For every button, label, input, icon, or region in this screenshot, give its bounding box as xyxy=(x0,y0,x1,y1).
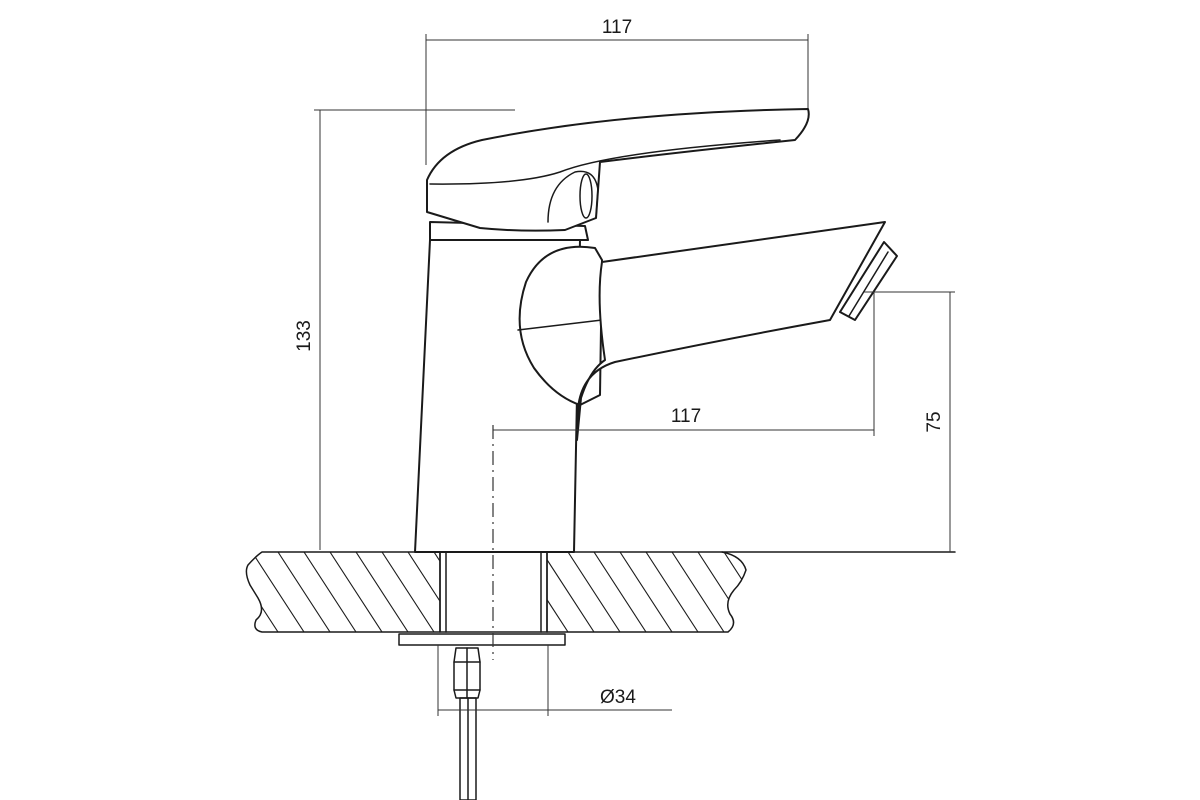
supply-connector xyxy=(453,647,481,800)
dim-label-thread-diameter: Ø34 xyxy=(600,687,636,708)
hatch-line xyxy=(697,552,746,632)
hatch-line xyxy=(547,552,595,632)
dimension-spout-reach xyxy=(493,292,875,436)
hatch-line xyxy=(723,552,746,632)
hatch-line xyxy=(303,552,357,632)
dimension-handle-width xyxy=(425,34,809,165)
hatch-line xyxy=(251,552,305,632)
spout-swivel xyxy=(517,245,603,406)
hatch-line xyxy=(490,552,542,632)
hatch-line xyxy=(547,552,569,632)
dim-label-spout-height: 75 xyxy=(924,411,945,432)
hatch-line xyxy=(645,552,699,632)
hatch-line xyxy=(567,552,621,632)
hatch-line xyxy=(750,552,802,632)
dimension-overall-height xyxy=(314,109,515,550)
lever-handle xyxy=(426,108,810,232)
fixing-plate xyxy=(398,633,566,646)
hatch-line xyxy=(329,552,383,632)
dim-label-spout-reach: 117 xyxy=(671,406,701,427)
dimension-spout-height xyxy=(864,291,955,552)
hatch-line xyxy=(407,552,440,632)
spout xyxy=(576,221,898,441)
hatch-line xyxy=(355,552,409,632)
hatch-line xyxy=(433,552,440,632)
hatch-line xyxy=(381,552,435,632)
dim-label-handle-width: 117 xyxy=(602,17,632,38)
countertop-section xyxy=(245,551,802,633)
dim-label-overall-height: 133 xyxy=(294,320,315,352)
hatch-line xyxy=(277,552,331,632)
dimension-thread-diameter xyxy=(437,645,672,716)
hatch-line xyxy=(593,552,647,632)
hatch-line xyxy=(246,552,279,632)
hatch-line xyxy=(246,552,253,632)
hatch-line xyxy=(619,552,673,632)
hatch-line xyxy=(671,552,725,632)
